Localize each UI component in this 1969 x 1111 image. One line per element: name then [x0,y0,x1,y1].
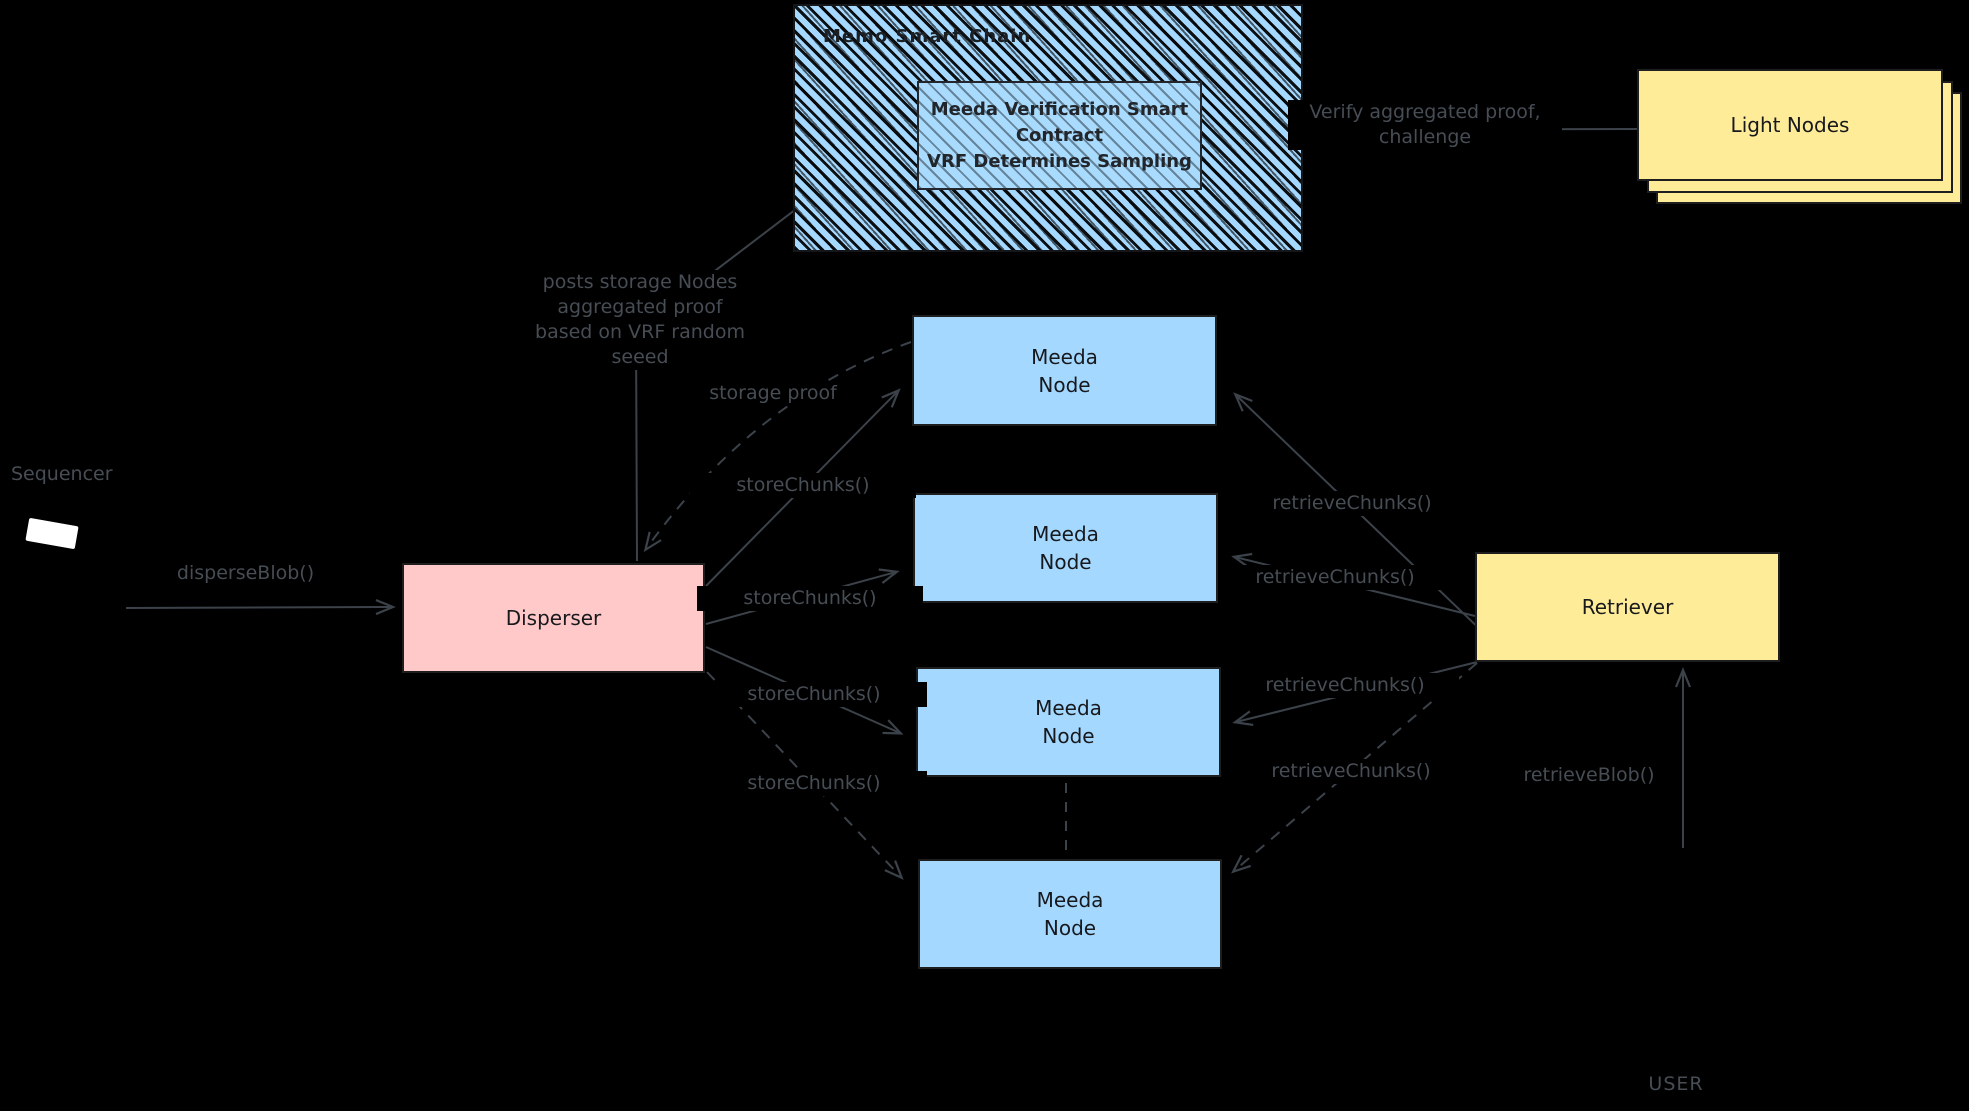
arrow-retrieve-4 [1231,662,1478,874]
sequencer-label: Sequencer [8,462,116,487]
memo-smart-chain-title: Memo Smart Chain [823,26,1032,47]
retrieve-blob-label: retrieveBlob() [1496,763,1682,788]
retrieve-chunks-label-3: retrieveChunks() [1231,673,1459,698]
meeda-node-label: Meeda Node [1032,522,1099,574]
disperse-blob-label: disperseBlob() [130,561,361,586]
meeda-node-3: Meeda Node [916,667,1221,777]
verification-contract-box: Meeda Verification Smart Contract VRF De… [917,81,1202,190]
verification-contract-text: Meeda Verification Smart Contract VRF De… [927,98,1192,172]
retrieve-chunks-label-1: retrieveChunks() [1238,491,1466,516]
disperser-box: Disperser [402,563,705,673]
store-chunks-label-4: storeChunks() [701,771,927,796]
meeda-node-1: Meeda Node [912,315,1217,426]
meeda-node-2: Meeda Node [913,493,1218,603]
meeda-node-label: Meeda Node [1031,344,1098,397]
posts-proof-label: posts storage Nodes aggregated proof bas… [517,270,763,370]
user-label: USER [1638,1072,1714,1097]
memo-smart-chain-box: Memo Smart Chain Meeda Verification Smar… [793,4,1303,252]
light-nodes-label: Light Nodes [1730,113,1850,137]
store-chunks-label-2: storeChunks() [697,586,923,611]
meeda-node-label: Meeda Node [1036,888,1104,940]
meeda-node-label: Meeda Node [1035,696,1102,748]
store-chunks-label-3: storeChunks() [701,682,927,707]
arrow-disperse-blob [125,599,396,616]
arrow-retrieve-1 [1233,392,1514,662]
meeda-node-4: Meeda Node [918,859,1222,969]
disperser-label: Disperser [505,606,602,630]
retriever-label: Retriever [1581,595,1674,619]
storage-proof-label: storage proof [690,381,856,406]
arrow-storage-proof [643,341,912,553]
retrieve-chunks-label-4: retrieveChunks() [1237,759,1465,784]
store-chunks-label-1: storeChunks() [690,473,916,498]
retrieve-chunks-label-2: retrieveChunks() [1221,565,1449,590]
light-nodes-box: Light Nodes [1637,69,1943,181]
retriever-box: Retriever [1475,552,1780,662]
verify-proof-label: Verify aggregated proof, challenge [1288,100,1562,150]
